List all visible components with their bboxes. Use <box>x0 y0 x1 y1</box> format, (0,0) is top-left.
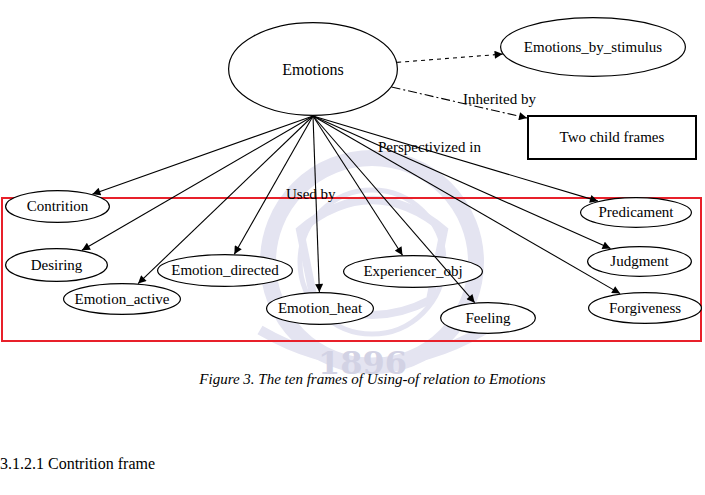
ellipse-shape <box>581 198 692 228</box>
relation-arrow <box>138 116 313 284</box>
ellipse-shape <box>589 293 702 324</box>
relation-arrow <box>313 116 620 294</box>
ellipse-shape <box>267 293 374 325</box>
relation-arrow <box>397 54 502 62</box>
relation-arrow <box>82 116 313 250</box>
frame-ellipse: Emotions_by_stimulus <box>500 17 686 77</box>
node-label: Used by <box>286 186 336 203</box>
relation-arrow <box>313 116 319 292</box>
node-label: Emotion_active <box>75 291 170 308</box>
relation-arrow <box>313 116 598 201</box>
node-label: Emotion_directed <box>171 262 278 279</box>
relation-label: Inherited by <box>463 91 536 108</box>
ellipse-shape <box>6 249 108 282</box>
node-label: Emotions_by_stimulus <box>524 39 662 56</box>
ellipse-shape <box>64 284 181 315</box>
section-heading: 3.1.2.1 Contrition frame <box>0 455 155 473</box>
ellipse-shape <box>441 303 536 334</box>
node-label: Experiencer_obj <box>363 263 462 280</box>
ellipse-shape <box>229 23 398 116</box>
frame-ellipse: Predicament <box>580 197 692 228</box>
ellipse-shape <box>588 247 692 277</box>
ellipse-shape <box>6 191 110 223</box>
figure-caption: Figure 3. The ten frames of Using-of rel… <box>0 371 705 388</box>
frame-ellipse: Emotions <box>228 22 398 116</box>
ellipse-shape <box>158 255 293 287</box>
node-label: Two child frames <box>560 129 665 146</box>
node-label: Feeling <box>466 310 511 327</box>
frame-ellipse: Emotion_active <box>63 283 181 315</box>
group-band: Contrition PredicamentDesiring JudgmentEmo… <box>1 197 702 342</box>
node-label: Emotions <box>282 61 343 78</box>
node-label: Emotion_heat <box>278 300 362 317</box>
frame-ellipse: Feeling <box>440 302 536 334</box>
frame-box: Two child frames <box>527 115 697 160</box>
ellipse-shape <box>344 256 483 288</box>
node-label: Predicament <box>599 204 674 221</box>
relation-arrow <box>234 116 313 254</box>
frame-ellipse: Forgiveness <box>588 292 702 324</box>
ellipse-shape <box>501 18 686 77</box>
frame-ellipse: Judgment <box>587 246 692 277</box>
frame-ellipse: Experiencer_obj <box>343 255 483 288</box>
frame-ellipse: Emotion_directed <box>157 254 293 287</box>
node-label: Forgiveness <box>609 300 681 317</box>
frame-ellipse: Desiring <box>5 248 108 282</box>
relation-arrow <box>313 116 611 249</box>
relation-label: Perspectivized in <box>378 139 481 156</box>
node-label: Contrition <box>27 198 89 215</box>
node-label: Judgment <box>610 253 668 270</box>
relation-arrow <box>313 116 403 255</box>
relation-arrow <box>92 116 313 194</box>
frame-ellipse: Emotion_heat <box>266 292 374 325</box>
frame-ellipse: Contrition <box>5 190 110 223</box>
node-label: Desiring <box>31 257 83 274</box>
